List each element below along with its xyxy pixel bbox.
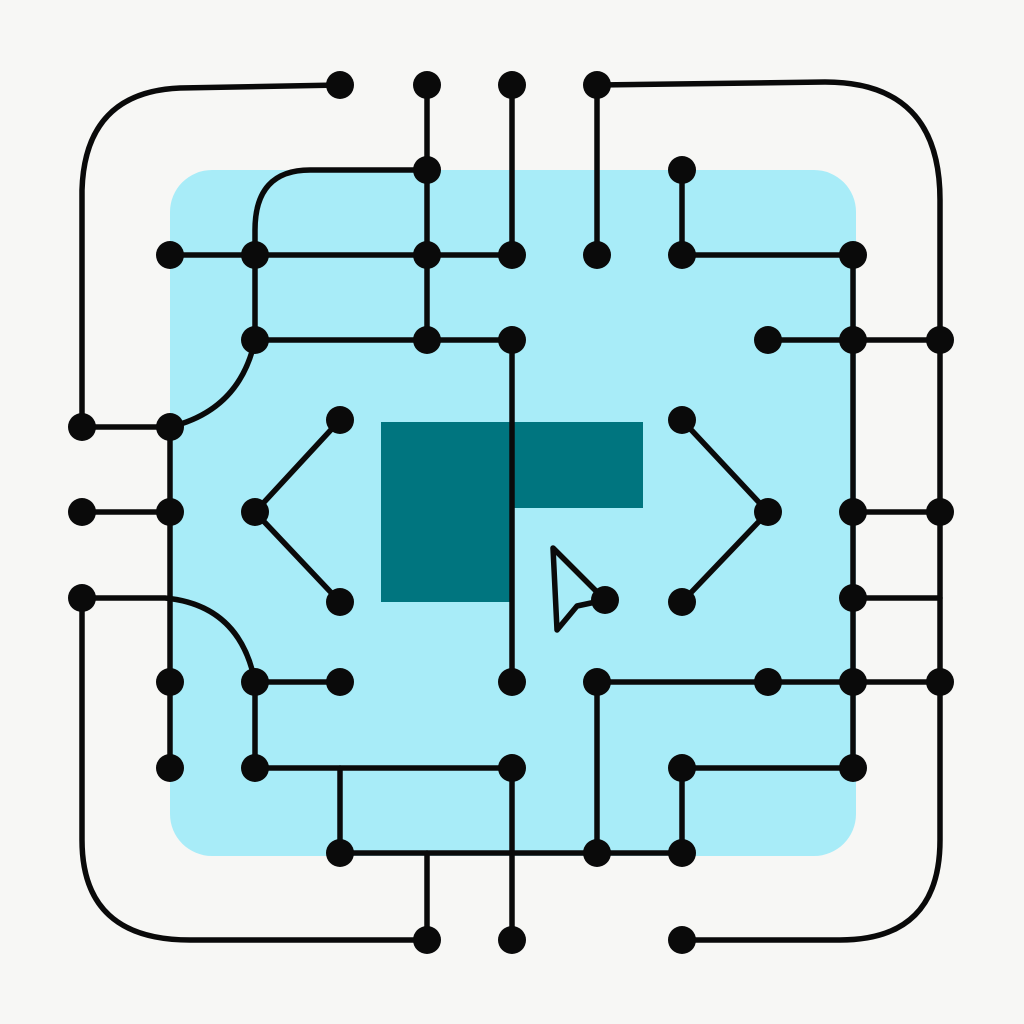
circuit-node (326, 71, 354, 99)
circuit-node (668, 406, 696, 434)
circuit-node (413, 241, 441, 269)
circuit-node (498, 926, 526, 954)
circuit-node (156, 241, 184, 269)
circuit-node (926, 326, 954, 354)
wire (252, 167, 430, 343)
cursor-arrow-icon (550, 545, 608, 633)
circuit-wires (79, 79, 943, 943)
circuit-node (68, 584, 96, 612)
circuit-node (754, 498, 782, 526)
circuit-node (413, 156, 441, 184)
circuit-node (668, 754, 696, 782)
circuit-node (591, 586, 619, 614)
circuit-node (668, 588, 696, 616)
outer-loop-top-left (79, 82, 343, 430)
circuit-node (156, 413, 184, 441)
circuit-node (326, 406, 354, 434)
outer-loop-bottom-left (79, 595, 430, 943)
circuit-node (413, 71, 441, 99)
circuit-node (156, 498, 184, 526)
circuit-node (241, 668, 269, 696)
circuit-node (413, 926, 441, 954)
circuit-node (668, 156, 696, 184)
circuit-node (156, 668, 184, 696)
circuit-node (156, 754, 184, 782)
circuit-node (839, 754, 867, 782)
circuit-node (498, 668, 526, 696)
circuit-node (583, 668, 611, 696)
circuit-node (326, 588, 354, 616)
circuit-node (498, 754, 526, 782)
circuit-node (583, 839, 611, 867)
outer-loop-top-right (594, 79, 943, 685)
circuit-node (498, 241, 526, 269)
circuit-node (926, 668, 954, 696)
circuit-node (754, 668, 782, 696)
circuit-node (839, 498, 867, 526)
circuit-node (498, 326, 526, 354)
outer-loop-bottom-right (679, 679, 943, 943)
circuit-node (326, 668, 354, 696)
circuit-node (68, 498, 96, 526)
circuit-nodes (68, 71, 954, 954)
circuit-node (668, 241, 696, 269)
circuit-node (839, 326, 867, 354)
circuit-node (241, 754, 269, 782)
circuit-node (668, 839, 696, 867)
circuit-node (413, 326, 441, 354)
circuit-node (241, 326, 269, 354)
circuit-node (668, 926, 696, 954)
circuit-node (583, 71, 611, 99)
circuit-node (839, 241, 867, 269)
circuit-node (583, 241, 611, 269)
circuit-node (326, 839, 354, 867)
circuit-node (839, 584, 867, 612)
circuit-node (754, 326, 782, 354)
circuit-node (926, 498, 954, 526)
circuit-node (241, 498, 269, 526)
circuit-node (241, 241, 269, 269)
circuit-node (839, 668, 867, 696)
circuit-node (68, 413, 96, 441)
circuit-node (498, 71, 526, 99)
